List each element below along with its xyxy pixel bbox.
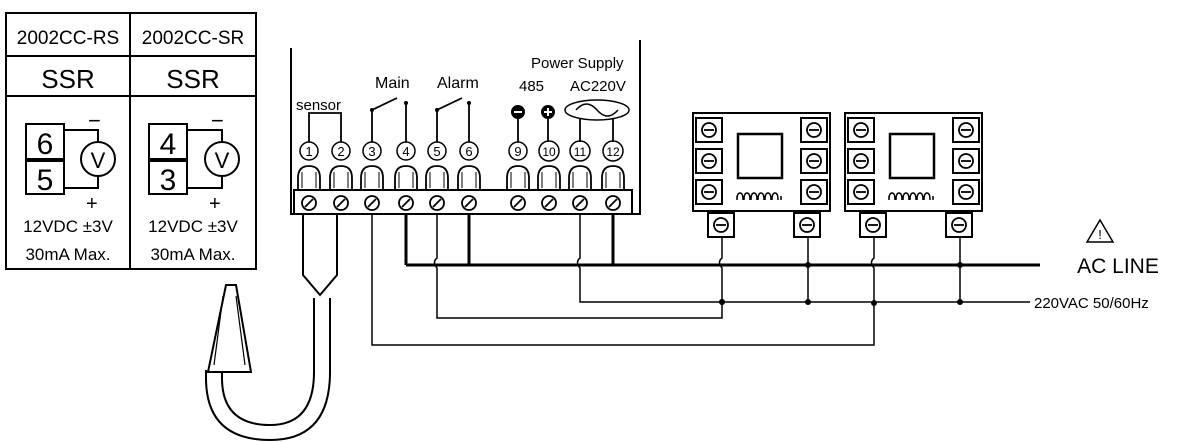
- screw-terminal-icon: [847, 179, 875, 205]
- screw-terminal-icon: [537, 165, 561, 211]
- relay: [692, 112, 831, 238]
- spec-voltage-sr: 12VDC ±3V: [148, 217, 238, 236]
- ssr-symbol-rs: 6 5 V − +: [25, 108, 116, 215]
- screw-terminal-icon: [800, 148, 828, 174]
- spec-voltage-rs: 12VDC ±3V: [23, 217, 113, 236]
- ssr-model-rs: 2002CC-RS: [17, 28, 119, 49]
- power-labels: ! AC LINE 220VAC 50/60Hz: [1034, 218, 1159, 312]
- relay: [844, 112, 983, 238]
- screw-terminal-icon: [425, 165, 449, 211]
- relays: [692, 112, 983, 238]
- screw-terminal-icon: [568, 165, 592, 211]
- screw-terminal-block: [293, 165, 633, 214]
- terminal-4: 4: [160, 128, 177, 161]
- wiring: [371, 214, 1040, 346]
- terminal-label-1: 1: [305, 144, 312, 159]
- terminal-label-2: 2: [337, 144, 344, 159]
- terminal-6: 6: [37, 128, 54, 161]
- screw-terminal-icon: [360, 165, 384, 211]
- terminal-3: 3: [160, 164, 177, 197]
- ac-line-label: AC LINE: [1077, 255, 1159, 278]
- ac-sine-icon: [564, 99, 630, 121]
- minus-sign: −: [88, 108, 101, 133]
- screw-terminal-icon: [847, 117, 875, 143]
- terminal-label-12: 12: [606, 145, 620, 159]
- ssr-table: 2002CC-RS 2002CC-SR SSR SSR 6 5 V − + 4 …: [5, 12, 257, 270]
- label-sensor: sensor: [296, 97, 341, 114]
- warning-triangle-icon: [1085, 218, 1115, 243]
- plus-sign: +: [86, 193, 98, 215]
- screw-terminal-icon: [800, 117, 828, 143]
- plus-sign: +: [209, 193, 221, 215]
- screw-terminal-icon: [800, 179, 828, 205]
- screw-terminal-icon: [952, 179, 980, 205]
- spec-current-rs: 30mA Max.: [25, 245, 110, 264]
- warning-mark: !: [1098, 227, 1102, 242]
- terminal-label-6: 6: [465, 144, 472, 159]
- terminal-label-3: 3: [368, 144, 375, 159]
- screw-terminal-icon: [945, 212, 973, 238]
- screw-terminal-icon: [695, 117, 723, 143]
- screw-terminal-icon: [707, 212, 735, 238]
- relay-coil-icon: [888, 192, 934, 201]
- terminal-5: 5: [37, 164, 54, 197]
- terminal-numbers: 1 2 3 4 5 6 9 10 11 12: [299, 140, 624, 162]
- sensor-probe-icon: [206, 284, 253, 373]
- screw-terminal-icon: [847, 148, 875, 174]
- screw-terminal-icon: [952, 117, 980, 143]
- screw-terminal-icon: [859, 212, 887, 238]
- relay-coil-icon: [736, 192, 782, 201]
- voltmeter-label: V: [215, 148, 230, 173]
- screw-terminal-icon: [695, 148, 723, 174]
- sensor-probe: [205, 214, 338, 442]
- terminal-label-10: 10: [542, 145, 556, 159]
- label-alarm: Alarm: [437, 75, 479, 92]
- controller-unit: sensor Main Alarm Power Supply 485 AC220…: [290, 40, 641, 215]
- screw-terminal-icon: [457, 165, 481, 211]
- screw-terminal-icon: [329, 165, 353, 211]
- label-power-supply: Power Supply: [531, 55, 624, 72]
- label-main: Main: [375, 75, 410, 92]
- minus-sign: −: [211, 108, 224, 133]
- terminal-label-9: 9: [514, 144, 521, 159]
- screw-terminal-icon: [695, 179, 723, 205]
- screw-terminal-icon: [506, 165, 530, 211]
- ssr-type-rs: SSR: [41, 64, 94, 94]
- ssr-model-sr: 2002CC-SR: [142, 28, 244, 49]
- supply-label: 220VAC 50/60Hz: [1034, 295, 1149, 312]
- terminal-label-5: 5: [433, 144, 440, 159]
- screw-terminal-icon: [793, 212, 821, 238]
- screw-terminal-icon: [601, 165, 625, 211]
- spec-current-sr: 30mA Max.: [150, 245, 235, 264]
- screw-terminal-icon: [952, 148, 980, 174]
- voltmeter-label: V: [91, 148, 106, 173]
- screw-terminal-icon: [394, 165, 418, 211]
- ssr-type-sr: SSR: [166, 64, 219, 94]
- terminal-label-4: 4: [402, 144, 409, 159]
- label-ac220v: AC220V: [570, 78, 626, 95]
- terminal-label-11: 11: [574, 145, 587, 159]
- ssr-symbol-sr: 4 3 V − +: [148, 108, 240, 215]
- label-485: 485: [519, 78, 544, 95]
- screw-terminal-icon: [297, 165, 321, 211]
